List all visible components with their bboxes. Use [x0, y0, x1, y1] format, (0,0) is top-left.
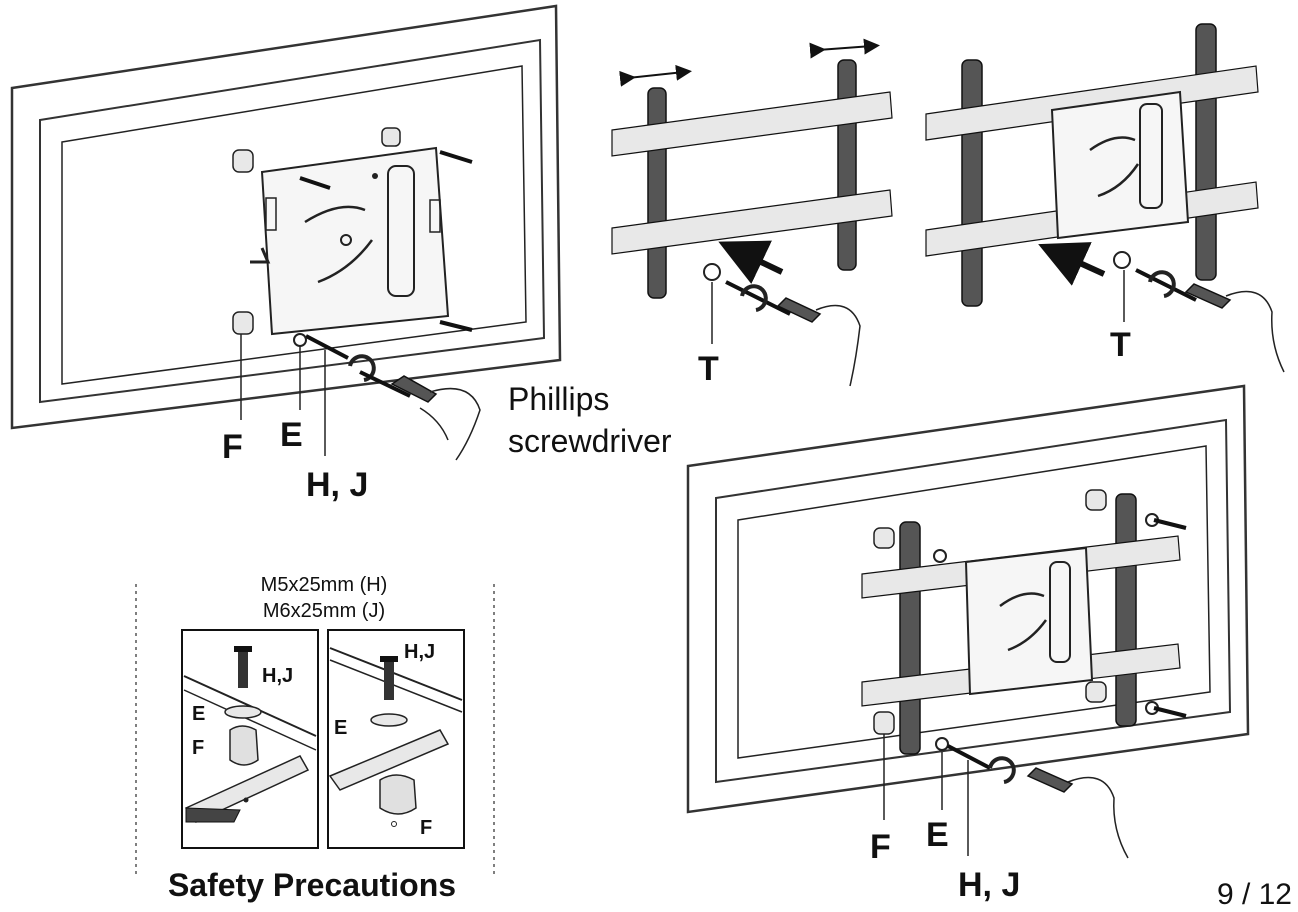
- tool-label-line2: screwdriver: [508, 423, 672, 459]
- screwdriver-hand: [348, 354, 481, 461]
- spacer-f: [232, 127, 401, 335]
- safety-panel-correct: H,J E F: [181, 629, 319, 849]
- safety-panel-incorrect: H,J E F: [327, 629, 465, 849]
- left-label-f: F: [192, 737, 204, 759]
- step1-illustration: F E H, J: [10, 4, 562, 504]
- label-step3-t: T: [1110, 326, 1131, 364]
- tool-label-line1: Phillips: [508, 381, 609, 417]
- step4-illustration: F E H, J: [686, 384, 1250, 904]
- label-step4-e: E: [926, 816, 949, 854]
- label-step2-t: T: [698, 350, 719, 388]
- left-label-e: E: [192, 703, 205, 725]
- right-label-f: F: [420, 817, 432, 839]
- step2-illustration: T: [611, 38, 893, 388]
- adapter-plate: [250, 146, 450, 336]
- label-step1-e: E: [280, 416, 303, 454]
- label-step4-f: F: [870, 828, 891, 866]
- right-label-e: E: [334, 717, 347, 739]
- right-label-hj: H,J: [404, 641, 435, 663]
- label-step4-hj: H, J: [958, 866, 1020, 904]
- screw-spec-h: M5x25mm (H): [261, 574, 388, 596]
- safety-precautions: M5x25mm (H) M6x25mm (J) H,J E F: [135, 574, 495, 903]
- page-number: 9 / 12: [1217, 878, 1292, 911]
- label-step1-f: F: [222, 428, 243, 466]
- safety-title: Safety Precautions: [168, 867, 456, 903]
- step3-illustration: T: [925, 23, 1285, 373]
- screw-spec-j: M6x25mm (J): [263, 600, 385, 622]
- label-step1-hj: H, J: [306, 466, 368, 504]
- left-label-hj: H,J: [262, 665, 293, 687]
- screws: [293, 150, 473, 360]
